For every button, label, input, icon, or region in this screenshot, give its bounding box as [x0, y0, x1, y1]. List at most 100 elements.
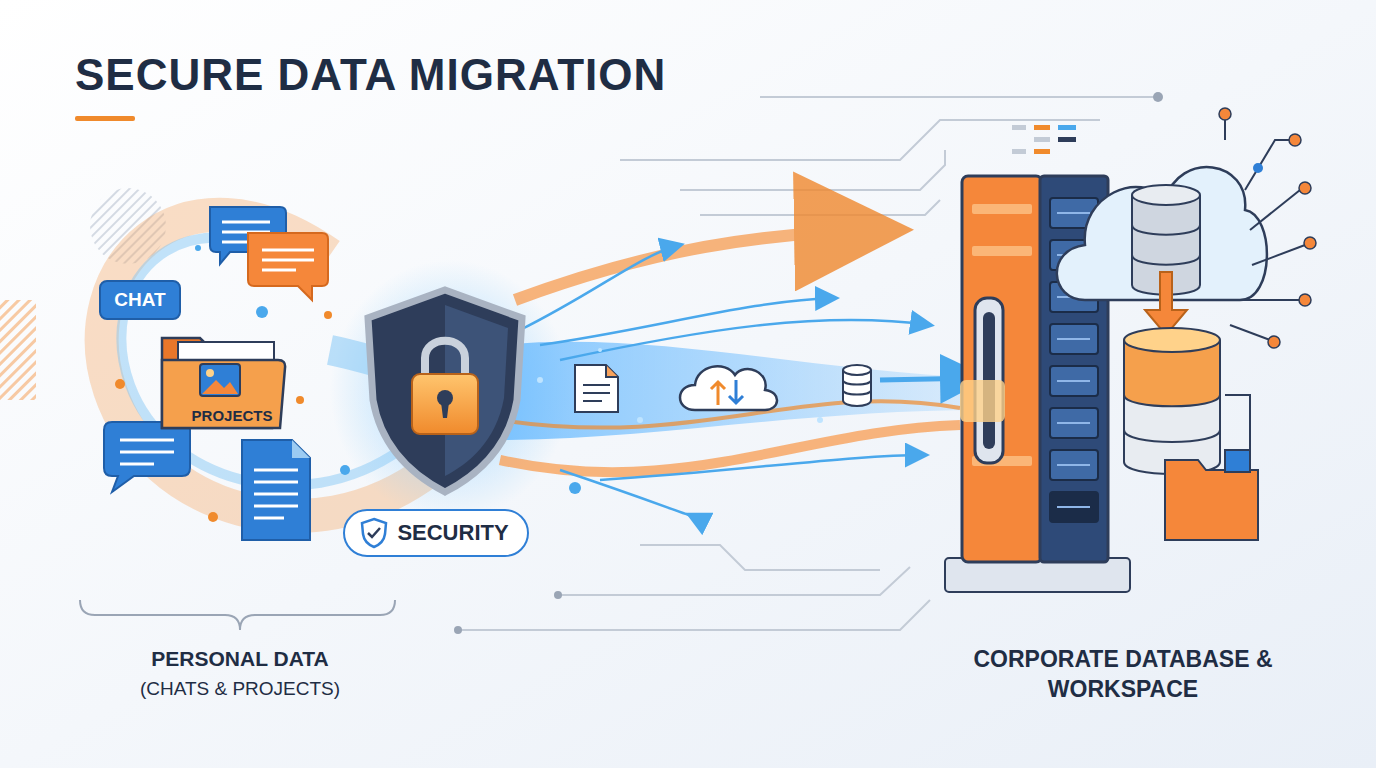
art-rect	[412, 374, 478, 434]
art-circle	[256, 306, 268, 318]
art-g	[537, 348, 823, 494]
art-line	[254, 469, 298, 472]
art-path	[368, 528, 380, 537]
art-g	[1219, 108, 1316, 348]
art-line	[222, 221, 270, 224]
art-g	[843, 365, 871, 406]
art-circle	[1299, 182, 1311, 194]
art-g	[1225, 120, 1305, 340]
art-path	[1240, 299, 1300, 301]
art-path	[600, 455, 925, 480]
art-circle	[296, 396, 304, 404]
art-g	[1057, 108, 1316, 540]
art-circle	[1253, 163, 1263, 173]
art-line	[1057, 380, 1090, 382]
art-path	[760, 96, 1155, 98]
security-badge: SECURITY	[343, 509, 528, 557]
art-path	[248, 233, 328, 300]
art-path	[292, 440, 310, 458]
art-circle	[1289, 134, 1301, 146]
art-path	[1124, 340, 1220, 474]
art-g	[680, 366, 777, 410]
art-path	[515, 230, 890, 300]
art-line	[583, 392, 610, 394]
art-circle	[454, 626, 462, 634]
art-line	[254, 517, 284, 520]
art-g	[254, 470, 298, 518]
art-g	[1124, 328, 1220, 474]
art-path	[1225, 395, 1250, 450]
art-path	[640, 545, 880, 570]
group-label: (CHATS & PROJECTS)	[80, 677, 400, 702]
art-ellipse	[1132, 185, 1200, 205]
art-rect	[962, 176, 1042, 562]
art-line	[1057, 212, 1090, 214]
art-circle	[817, 417, 823, 423]
art-ellipse	[1124, 328, 1220, 352]
art-svg	[359, 517, 389, 549]
art-g	[520, 245, 980, 516]
art-rect	[1012, 149, 1026, 154]
art-rect	[1058, 125, 1076, 130]
group-label: PERSONAL DATA	[80, 645, 400, 672]
art-line	[583, 384, 610, 386]
art-line	[262, 249, 314, 252]
art-rect	[0, 300, 36, 400]
art-rect	[1225, 450, 1250, 472]
art-path	[606, 365, 618, 377]
art-circle	[537, 377, 543, 383]
art-rect	[1050, 408, 1098, 438]
art-line	[254, 505, 298, 508]
art-circle	[1219, 108, 1231, 120]
art-g	[583, 385, 610, 401]
art-path	[1124, 430, 1220, 442]
art-circle	[115, 379, 125, 389]
art-path	[1224, 120, 1226, 140]
art-rect	[200, 364, 240, 396]
art-path	[1145, 272, 1187, 335]
art-circle	[569, 482, 581, 494]
art-rect	[1050, 324, 1098, 354]
chat-bubble: CHAT	[99, 280, 180, 321]
art-line	[1057, 506, 1090, 508]
art-circle	[206, 369, 214, 377]
badge-label: SECURITY	[397, 520, 508, 546]
art-circle	[1268, 336, 1280, 348]
art-circle	[554, 591, 562, 599]
group-label: CORPORATE DATABASE & WORKSPACE	[953, 645, 1293, 705]
art-path	[620, 120, 1100, 160]
art-path	[104, 422, 190, 492]
art-path	[242, 440, 310, 540]
art-path	[520, 245, 680, 330]
art-path	[202, 380, 238, 394]
art-rect	[972, 246, 1032, 256]
art-line	[1057, 338, 1090, 340]
art-path	[368, 290, 522, 492]
art-path	[560, 320, 930, 360]
art-circle	[195, 245, 201, 251]
art-path	[425, 341, 465, 378]
art-path	[729, 380, 743, 403]
art-path	[680, 366, 777, 410]
art-circle	[1153, 92, 1163, 102]
art-g	[104, 207, 328, 540]
art-rect	[1034, 125, 1050, 130]
art-path	[80, 600, 395, 630]
art-rect	[1012, 125, 1026, 130]
art-circle	[1304, 237, 1316, 249]
art-g	[460, 97, 1155, 630]
art-rect	[1058, 137, 1076, 142]
folder-label: PROJECTS	[160, 407, 304, 424]
art-line	[1057, 422, 1090, 424]
art-path	[575, 365, 618, 412]
art-rect	[1050, 366, 1098, 396]
art-line	[1057, 464, 1090, 466]
art-line	[254, 493, 298, 496]
art-g	[368, 290, 522, 492]
art-line	[262, 269, 296, 272]
art-line	[262, 259, 314, 262]
art-path	[441, 402, 449, 418]
art-g	[1012, 125, 1076, 154]
